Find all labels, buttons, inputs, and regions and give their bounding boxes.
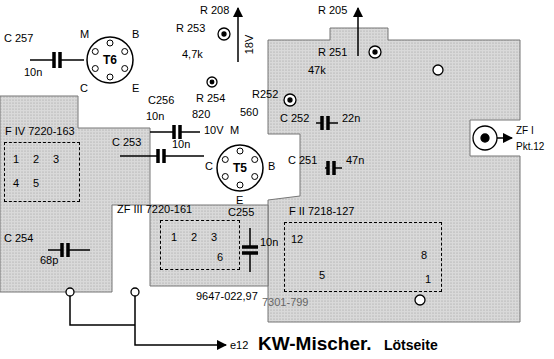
filter-outline: F IV 7220-16312345 bbox=[4, 142, 80, 202]
pin-pad bbox=[252, 157, 258, 163]
pin-pad bbox=[122, 66, 128, 72]
pin-number: 6 bbox=[217, 251, 223, 264]
pin-number: 12 bbox=[291, 233, 303, 246]
component-label: C255 bbox=[228, 206, 254, 219]
part-number: F II 7218-127 bbox=[289, 205, 354, 218]
component-label: R252 bbox=[252, 88, 278, 101]
pin-number: 2 bbox=[191, 231, 197, 244]
pin-number: 8 bbox=[421, 249, 427, 262]
subtitle: Lötseite bbox=[384, 339, 438, 352]
component-label: e12 bbox=[230, 339, 248, 352]
component-label: R 254 bbox=[196, 92, 225, 105]
component-label: 10n bbox=[260, 236, 278, 249]
pin-pad bbox=[107, 74, 113, 80]
pin-pad bbox=[252, 174, 258, 180]
wires bbox=[30, 8, 512, 345]
component-label: C 254 bbox=[4, 232, 33, 245]
component-name: T6 bbox=[103, 54, 117, 67]
pin-number: 2 bbox=[33, 153, 39, 166]
component-label: 22n bbox=[342, 112, 360, 125]
pin-pad bbox=[122, 49, 128, 55]
pin-pad bbox=[237, 148, 243, 154]
pin-pad bbox=[92, 49, 98, 55]
component-label: C bbox=[80, 82, 88, 95]
transistor-symbol: T5 bbox=[216, 144, 264, 192]
diagram-title: KW-Mischer. bbox=[258, 333, 372, 355]
pin-pad bbox=[107, 40, 113, 46]
component-label: M bbox=[230, 124, 239, 137]
solder-pads bbox=[66, 28, 497, 305]
transistor-symbol: T6 bbox=[86, 36, 134, 84]
component-label: C 257 bbox=[4, 32, 33, 45]
pin-number: 3 bbox=[53, 153, 59, 166]
pin-pad bbox=[92, 66, 98, 72]
copper-area bbox=[0, 28, 520, 322]
pin-number: 5 bbox=[33, 177, 39, 190]
component-label: M bbox=[80, 28, 89, 41]
component-label: E bbox=[236, 194, 243, 207]
component-label: ZF I bbox=[516, 124, 534, 137]
pin-number: 1 bbox=[171, 231, 177, 244]
component-label: 560 bbox=[240, 106, 258, 119]
transistor-ring bbox=[87, 37, 133, 83]
component-label: 18V bbox=[243, 35, 256, 55]
component-label: C 253 bbox=[112, 136, 141, 149]
component-label: Pkt.12 bbox=[516, 140, 544, 153]
filter-outline: F II 7218-12712851 bbox=[284, 222, 442, 292]
part-number: ZF III 7220-161 bbox=[117, 203, 192, 216]
pin-number: 1 bbox=[425, 273, 431, 286]
component-label: 820 bbox=[192, 108, 210, 121]
pin-number: 4 bbox=[13, 177, 19, 190]
component-label: B bbox=[132, 28, 139, 41]
component-label: C256 bbox=[148, 94, 174, 107]
component-label: B bbox=[268, 160, 275, 173]
pin-number: 3 bbox=[211, 231, 217, 244]
capacitor-plates bbox=[54, 52, 334, 257]
component-label: 47k bbox=[308, 64, 326, 77]
component-label: R 253 bbox=[176, 22, 205, 35]
component-label: C 252 bbox=[280, 112, 309, 125]
component-label: C bbox=[205, 160, 213, 173]
component-label: 10n bbox=[24, 66, 42, 79]
component-name: T5 bbox=[233, 162, 247, 175]
component-label: 10V bbox=[204, 124, 224, 137]
component-label: R 251 bbox=[318, 46, 347, 59]
pin-pad bbox=[222, 174, 228, 180]
component-label: C 251 bbox=[288, 154, 317, 167]
filter-outline: ZF III 7220-1611236 bbox=[160, 220, 240, 270]
component-label: 10n bbox=[172, 138, 190, 151]
pin-number: 1 bbox=[13, 153, 19, 166]
component-label: 4,7k bbox=[182, 48, 203, 61]
pin-number: 5 bbox=[319, 269, 325, 282]
component-label: 47n bbox=[346, 154, 364, 167]
component-label: 7301-799 bbox=[262, 296, 309, 309]
pin-pad bbox=[237, 182, 243, 188]
component-label: E bbox=[132, 82, 139, 95]
component-label: 10n bbox=[146, 110, 164, 123]
component-label: 9647-022,97 bbox=[196, 290, 258, 303]
component-label: 68p bbox=[40, 254, 58, 267]
transistor-ring bbox=[217, 145, 263, 191]
part-number: F IV 7220-163 bbox=[5, 125, 75, 138]
component-label: R 205 bbox=[318, 4, 347, 17]
component-label: R 208 bbox=[200, 4, 229, 17]
pin-pad bbox=[222, 157, 228, 163]
